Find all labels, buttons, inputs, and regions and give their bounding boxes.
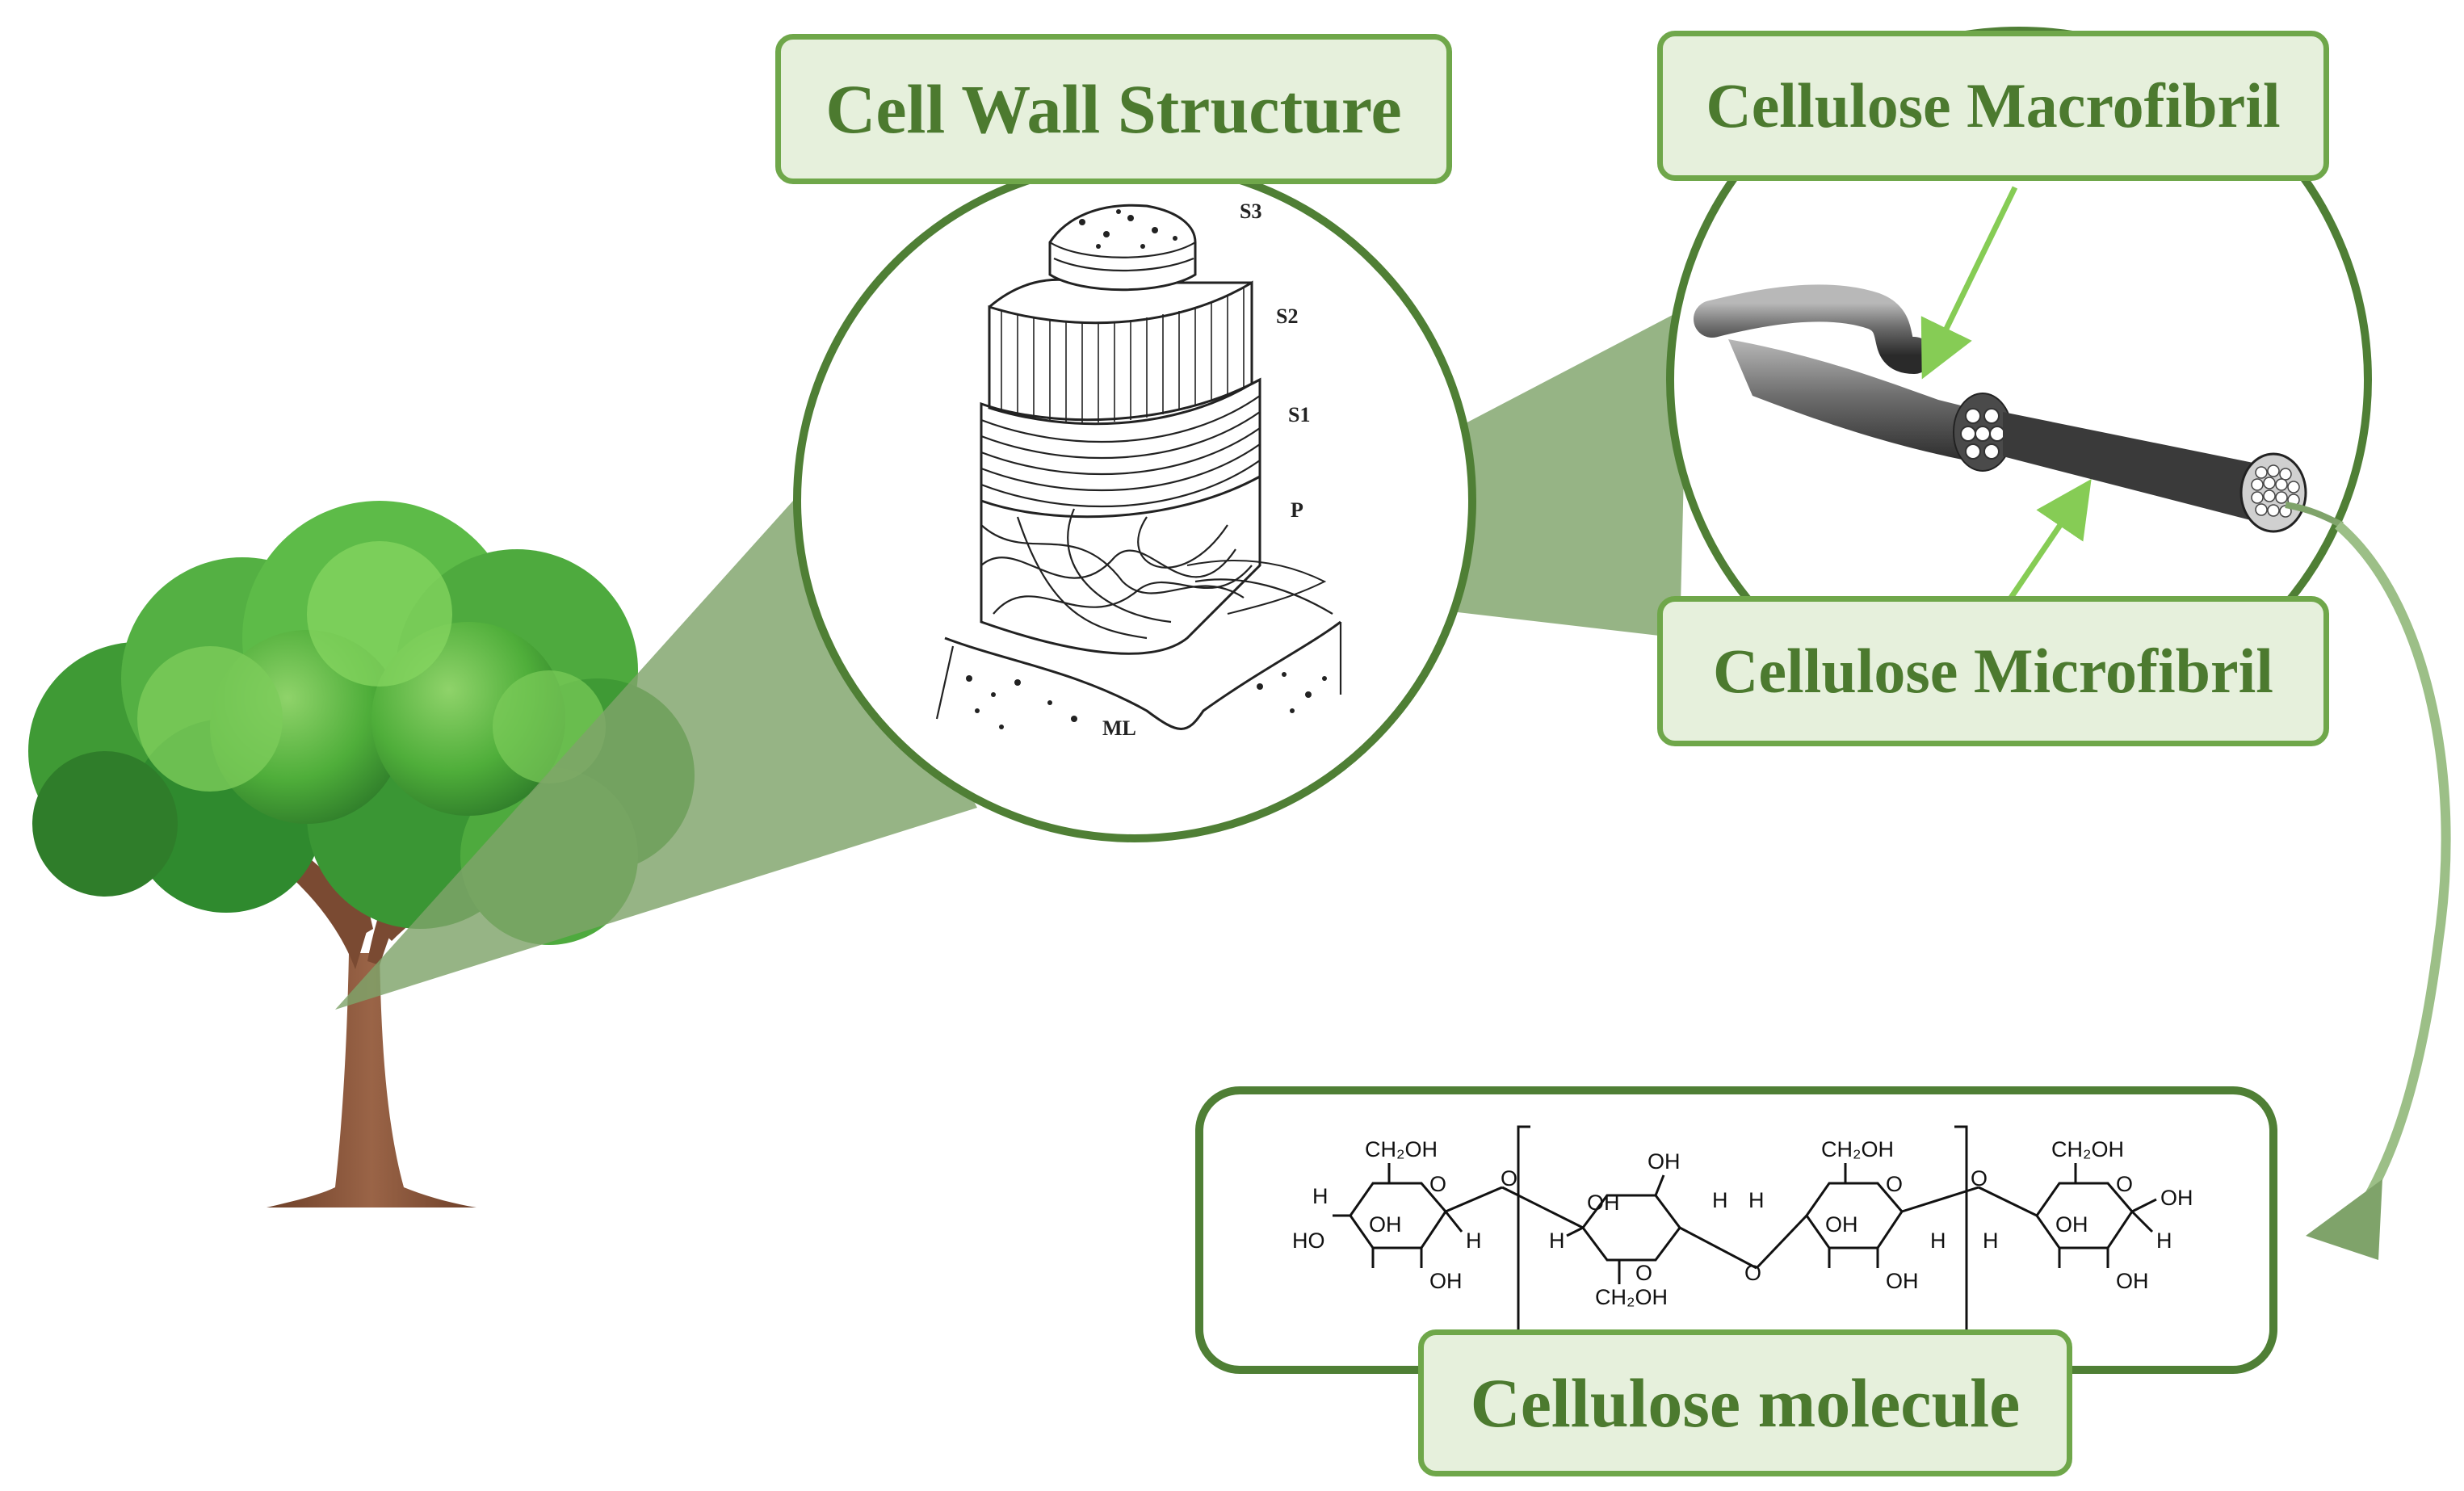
label-cellulose-macrofibril-text: Cellulose Macrofibril	[1706, 70, 2281, 141]
mol-oh-2a: OH	[1648, 1149, 1681, 1174]
mol-oh-2b: OH	[1587, 1191, 1620, 1215]
mol-h-1: H	[1312, 1184, 1329, 1208]
fibril-drawing	[1694, 284, 2344, 533]
mol-o-ring3: O	[1886, 1172, 1903, 1196]
label-cellulose-macrofibril: Cellulose Macrofibril	[1657, 31, 2329, 181]
label-cellulose-microfibril-text: Cellulose Microfibril	[1713, 636, 2273, 706]
label-cellulose-molecule-text: Cellulose molecule	[1470, 1364, 2021, 1442]
mol-oh-4a: OH	[2055, 1212, 2088, 1237]
mol-ch2oh-4: CH₂OH	[2051, 1137, 2124, 1161]
layer-label-s3: S3	[1240, 200, 1261, 223]
mol-oh-4c: OH	[2160, 1186, 2193, 1210]
arrow-to-macrofibril	[1920, 186, 2018, 380]
curved-arrow	[2306, 521, 2451, 1260]
mol-h-2b: H	[1712, 1188, 1728, 1212]
mol-oh-3b: OH	[1886, 1269, 1919, 1293]
mol-ho-1: HO	[1292, 1228, 1325, 1253]
mol-oh-1a: OH	[1369, 1212, 1402, 1237]
label-cell-wall-structure: Cell Wall Structure	[775, 34, 1452, 184]
mol-h-4a: H	[1983, 1228, 1999, 1253]
label-cell-wall-structure-text: Cell Wall Structure	[825, 70, 1402, 148]
mol-o-ring4: O	[2116, 1172, 2133, 1196]
mol-h-3a: H	[1748, 1188, 1765, 1212]
mol-oh-3a: OH	[1825, 1212, 1858, 1237]
layer-label-ml: ML	[1102, 716, 1136, 740]
mol-oh-4b: OH	[2116, 1269, 2149, 1293]
mol-ch2oh-3: CH₂OH	[1821, 1137, 1894, 1161]
mol-o-link1: O	[1501, 1166, 1517, 1191]
mol-h-2a: H	[1549, 1228, 1565, 1253]
mol-o-link3: O	[1971, 1166, 1988, 1191]
molecule-structure	[1333, 1125, 2157, 1334]
arrow-to-microfibril	[2009, 479, 2092, 599]
label-cellulose-molecule: Cellulose molecule	[1418, 1329, 2072, 1476]
cell-wall-drawing	[935, 204, 1342, 730]
mol-oh-1b: OH	[1429, 1269, 1463, 1293]
mol-o-ring1: O	[1429, 1172, 1446, 1196]
mol-h-1b: H	[1466, 1228, 1482, 1253]
mol-o-ring2: O	[1635, 1261, 1652, 1285]
layer-label-s1: S1	[1288, 403, 1310, 426]
layer-label-s2: S2	[1276, 304, 1298, 328]
layer-label-p: P	[1291, 498, 1303, 522]
mol-h-4b: H	[2156, 1228, 2172, 1253]
mol-o-link2: O	[1744, 1261, 1761, 1285]
label-cellulose-microfibril: Cellulose Microfibril	[1657, 596, 2329, 746]
mol-ch2oh-2: CH₂OH	[1595, 1285, 1668, 1309]
mol-h-3b: H	[1930, 1228, 1946, 1253]
mol-ch2oh-1: CH₂OH	[1365, 1137, 1438, 1161]
